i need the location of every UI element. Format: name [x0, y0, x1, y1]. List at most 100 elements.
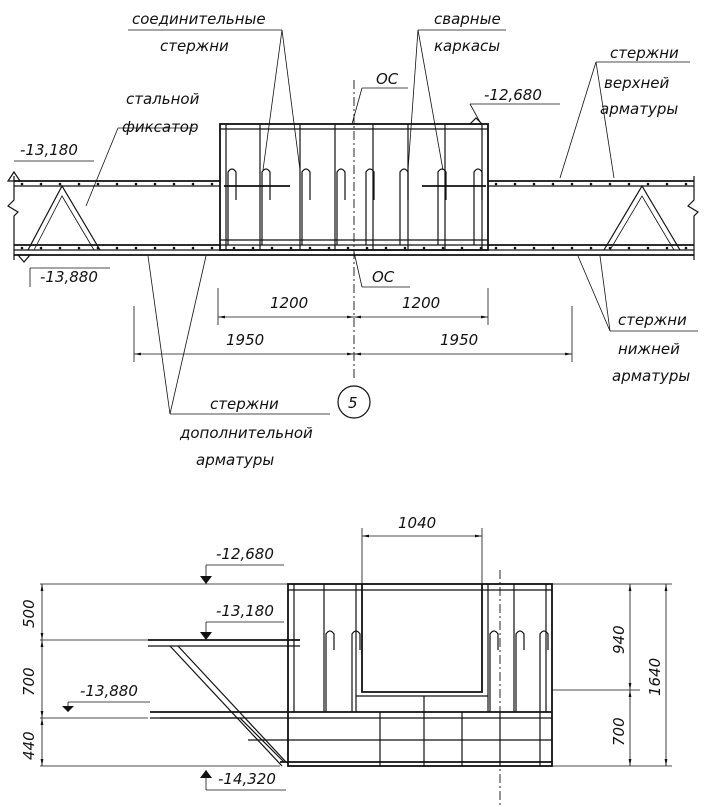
- rebar-dot: [570, 246, 574, 250]
- rebar-dot: [570, 182, 574, 186]
- rebar-dot: [684, 246, 688, 250]
- label-extra-3: арматуры: [196, 451, 274, 469]
- rebar-dot: [460, 246, 464, 250]
- rebar-dot: [384, 246, 388, 250]
- rebar-dot: [551, 182, 555, 186]
- rebar-dot: [494, 182, 498, 186]
- label-lower-2: нижней: [618, 340, 680, 358]
- dim-half-right: 1200: [402, 294, 440, 312]
- rebar-dot: [346, 246, 350, 250]
- rebar-dot: [627, 182, 631, 186]
- rebar-dot: [20, 246, 24, 250]
- label-axis-top: ОС: [376, 70, 399, 88]
- rebar-dot: [551, 246, 555, 250]
- rebar-dot: [494, 246, 498, 250]
- dim-full-left: 1950: [226, 331, 264, 349]
- dimension-lines-top: [133, 288, 573, 362]
- leader-lines: [14, 29, 698, 415]
- rebar-dot: [270, 246, 274, 250]
- rebar-dot: [39, 182, 43, 186]
- top-section-drawing: соединительные стержни сварные каркасы с…: [6, 10, 699, 469]
- label-elev-b2: -13,180: [216, 602, 274, 620]
- rebar-dot: [327, 246, 331, 250]
- label-welded-1: сварные: [434, 10, 501, 28]
- dim-half-left: 1200: [270, 294, 308, 312]
- rebar-dot: [210, 246, 214, 250]
- label-extra-1: стержни: [210, 395, 279, 413]
- label-axis-bottom: ОС: [372, 268, 395, 286]
- label-elev-upper-right: -12,680: [484, 86, 542, 104]
- rebar-dot: [172, 246, 176, 250]
- rebar-dot: [58, 246, 62, 250]
- rebar-dot: [646, 246, 650, 250]
- rebar-dot: [684, 182, 688, 186]
- rebar-dot: [627, 246, 631, 250]
- rebar-dot: [532, 246, 536, 250]
- bottom-cage: [148, 583, 553, 767]
- label-connecting-rods-2: стержни: [160, 37, 229, 55]
- rebar-dot: [251, 246, 255, 250]
- label-welded-2: каркасы: [434, 37, 500, 55]
- rebar-dot: [441, 246, 445, 250]
- label-elev-b1: -12,680: [216, 545, 274, 563]
- label-elev-b4: -14,320: [218, 770, 276, 788]
- rebar-dot: [532, 182, 536, 186]
- label-elev-lower-left: -13,880: [40, 268, 98, 286]
- rebar-dots: [20, 182, 688, 250]
- rebar-dot: [513, 246, 517, 250]
- rebar-dot: [232, 246, 236, 250]
- dim-right-700: 700: [610, 717, 628, 746]
- bottom-section-drawing: 1040 -12,680 -13,180 -13,880 -14,320 500…: [20, 514, 672, 807]
- rebar-dot: [134, 182, 138, 186]
- rebar-dot: [589, 182, 593, 186]
- steel-fixator-right: [603, 184, 681, 251]
- dim-left-440: 440: [20, 731, 38, 760]
- label-elev-upper-left: -13,180: [20, 141, 78, 159]
- rebar-dot: [308, 246, 312, 250]
- rebar-dot: [403, 246, 407, 250]
- rebar-dot: [665, 246, 669, 250]
- label-upper-3: арматуры: [600, 100, 678, 118]
- dim-right-1640: 1640: [646, 658, 664, 696]
- dim-left-700: 700: [20, 667, 38, 696]
- rebar-dot: [153, 246, 157, 250]
- dimension-lines-bottom: [40, 528, 672, 767]
- axis-number: 5: [348, 394, 358, 412]
- rebar-dot: [210, 182, 214, 186]
- slab-bands: [7, 176, 699, 260]
- rebar-dot: [513, 182, 517, 186]
- rebar-dot: [134, 246, 138, 250]
- rebar-dot: [191, 182, 195, 186]
- label-upper-1: стержни: [610, 44, 679, 62]
- rebar-dot: [365, 246, 369, 250]
- label-connecting-rods-1: соединительные: [132, 10, 266, 28]
- elevation-markers: [6, 117, 484, 263]
- dim-left-500: 500: [20, 599, 38, 628]
- label-extra-2: дополнительной: [179, 424, 313, 442]
- rebar-dot: [115, 182, 119, 186]
- label-lower-3: арматуры: [612, 367, 690, 385]
- rebar-dot: [608, 182, 612, 186]
- label-upper-2: верхней: [604, 74, 670, 92]
- label-lower-1: стержни: [618, 311, 687, 329]
- rebar-dot: [77, 182, 81, 186]
- rebar-dot: [589, 246, 593, 250]
- rebar-dot: [172, 182, 176, 186]
- elevation-leaders-bottom: [62, 564, 286, 791]
- rebar-dot: [20, 182, 24, 186]
- label-steel-1: стальной: [126, 90, 200, 108]
- dim-full-right: 1950: [440, 331, 478, 349]
- rebar-dot: [39, 246, 43, 250]
- rebar-dot: [422, 246, 426, 250]
- rebar-dot: [77, 246, 81, 250]
- axis-bubble: [337, 385, 371, 419]
- label-elev-b3: -13,880: [80, 682, 138, 700]
- rebar-dot: [115, 246, 119, 250]
- label-steel-2: фиксатор: [122, 118, 199, 136]
- rebar-dot: [58, 182, 62, 186]
- rebar-dot: [289, 246, 293, 250]
- dim-right-940: 940: [610, 625, 628, 654]
- rebar-dot: [96, 182, 100, 186]
- rebar-dot: [665, 182, 669, 186]
